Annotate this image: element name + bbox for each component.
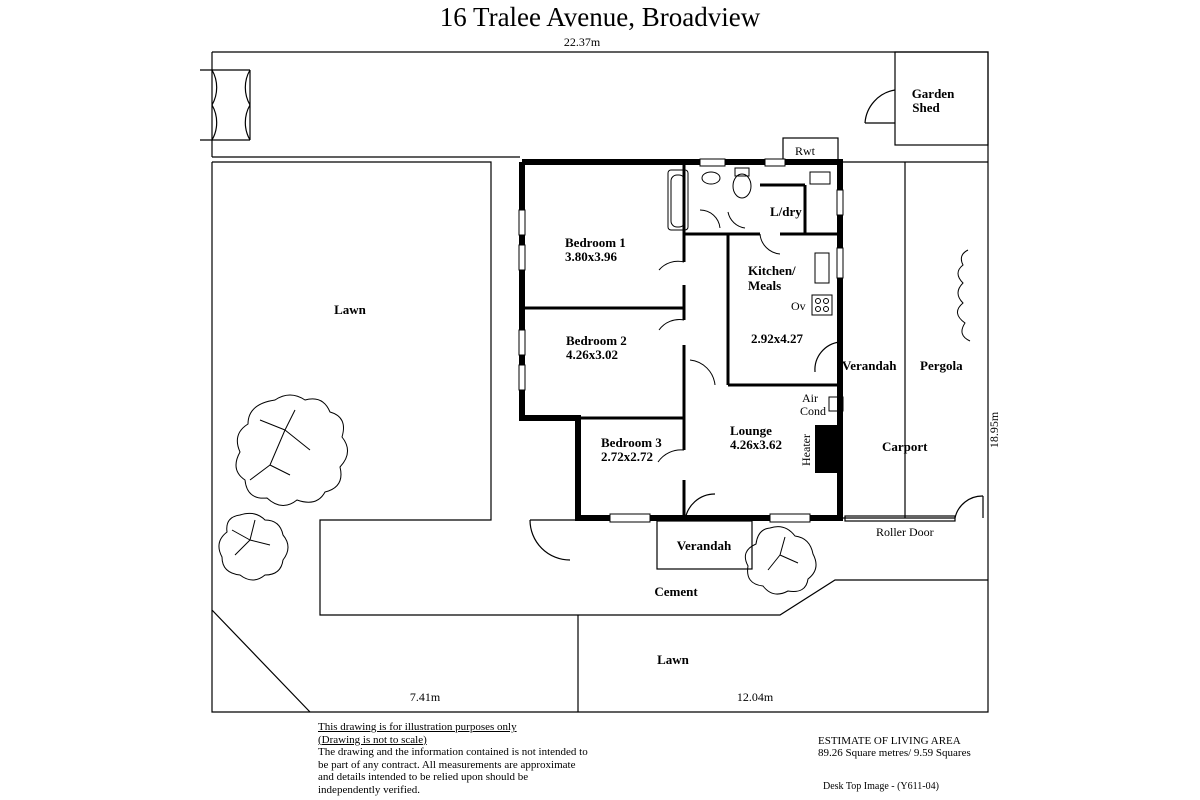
rwt-label: Rwt bbox=[795, 144, 816, 158]
tree-icon bbox=[218, 512, 289, 581]
garden-shed-label: Garden bbox=[912, 86, 955, 101]
bedroom2-size: 4.26x3.02 bbox=[566, 347, 618, 362]
disclaimer-line2: (Drawing is not to scale) bbox=[318, 733, 427, 746]
bedroom1-name: Bedroom 1 bbox=[565, 235, 626, 250]
estimate-value: 89.26 Square metres/ 9.59 Squares bbox=[818, 747, 971, 759]
bathtub bbox=[667, 169, 689, 231]
estimate-heading: ESTIMATE OF LIVING AREA bbox=[818, 735, 961, 747]
image-reference: Desk Top Image - (Y611-04) bbox=[823, 781, 939, 792]
lawn-left-label: Lawn bbox=[334, 302, 367, 317]
air-cond-label-2: Cond bbox=[800, 404, 826, 418]
toilet-icon bbox=[732, 173, 752, 199]
heater-label: Heater bbox=[799, 434, 813, 466]
carport-label: Carport bbox=[882, 439, 928, 454]
dim-bottom-left: 7.41m bbox=[410, 690, 441, 704]
dim-top-width: 22.37m bbox=[564, 35, 601, 49]
plan-title: 16 Tralee Avenue, Broadview bbox=[439, 2, 761, 32]
bedroom3-size: 2.72x2.72 bbox=[601, 449, 653, 464]
lounge-name: Lounge bbox=[730, 423, 772, 438]
air-cond-label: Air bbox=[802, 391, 818, 405]
kitchen-size: 2.92x4.27 bbox=[751, 331, 804, 346]
property-boundary bbox=[211, 51, 989, 713]
kitchen-sink bbox=[814, 252, 830, 284]
lounge-size: 4.26x3.62 bbox=[730, 437, 782, 452]
garden-shed bbox=[894, 51, 989, 146]
verandah-front-label: Verandah bbox=[677, 538, 732, 553]
laundry-label: L/dry bbox=[770, 204, 802, 219]
bedroom3-name: Bedroom 3 bbox=[601, 435, 662, 450]
disclaimer-body: The drawing and the information containe… bbox=[318, 746, 588, 796]
oven-cooktop bbox=[811, 294, 833, 316]
tree-icon bbox=[235, 394, 348, 506]
roller-door-label: Roller Door bbox=[876, 525, 934, 539]
disclaimer-line1: This drawing is for illustration purpose… bbox=[318, 721, 517, 733]
garden-shed-label-2: Shed bbox=[912, 100, 940, 115]
dim-bottom-right: 12.04m bbox=[737, 690, 774, 704]
tree-icon bbox=[744, 526, 817, 595]
cement-label: Cement bbox=[654, 584, 698, 599]
shrub-icon bbox=[957, 249, 971, 342]
lawn-bottom-label: Lawn bbox=[657, 652, 690, 667]
house-outer-walls bbox=[519, 159, 843, 521]
kitchen-name: Kitchen/ bbox=[748, 263, 796, 278]
heater bbox=[815, 425, 840, 473]
air-cond-unit bbox=[828, 396, 844, 412]
dim-right-depth: 18.95m bbox=[987, 411, 1001, 448]
disclaimer: This drawing is for illustration purpose… bbox=[318, 721, 588, 797]
lawn-left-area bbox=[212, 161, 578, 616]
pergola-label: Pergola bbox=[920, 358, 963, 373]
bedroom1-size: 3.80x3.96 bbox=[565, 249, 618, 264]
bedroom2-name: Bedroom 2 bbox=[566, 333, 627, 348]
oven-label: Ov bbox=[791, 299, 806, 313]
living-area-estimate: ESTIMATE OF LIVING AREA 89.26 Square met… bbox=[818, 735, 971, 759]
verandah-side-label: Verandah bbox=[842, 358, 897, 373]
kitchen-name-2: Meals bbox=[748, 278, 781, 293]
